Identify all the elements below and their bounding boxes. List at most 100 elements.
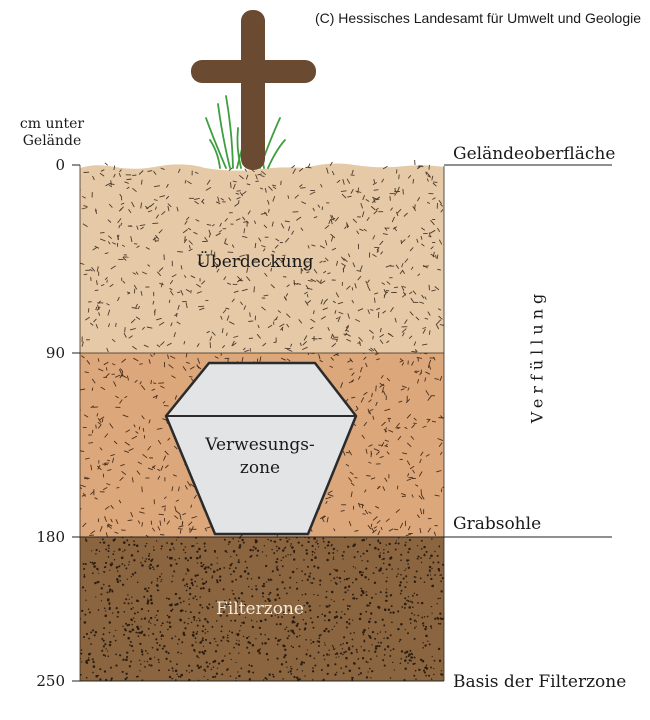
soil-texture-dash [110, 453, 115, 457]
soil-texture-dot [275, 623, 278, 626]
soil-texture-dash [330, 334, 333, 339]
soil-texture-dot [295, 657, 298, 660]
soil-texture-dot [303, 661, 306, 664]
soil-texture-dot [247, 670, 251, 673]
soil-texture-dash [222, 345, 226, 349]
soil-texture-dot [407, 600, 410, 603]
soil-texture-dash [95, 324, 99, 329]
soil-texture-dash [349, 471, 354, 475]
soil-texture-dash [160, 385, 165, 389]
soil-texture-dot [348, 605, 351, 608]
soil-texture-dot [429, 625, 432, 628]
soil-texture-dot [187, 559, 189, 562]
soil-texture-dot [231, 562, 233, 565]
soil-texture-dot [431, 655, 433, 658]
soil-texture-dash [227, 282, 232, 285]
soil-texture-dot [365, 591, 368, 593]
soil-texture-dash [309, 326, 314, 330]
soil-texture-dot [340, 667, 343, 669]
soil-texture-dash [404, 319, 408, 325]
soil-texture-dot [168, 625, 172, 629]
soil-texture-dot [136, 611, 139, 614]
soil-texture-dash [86, 360, 91, 365]
soil-texture-dash [105, 182, 111, 187]
soil-texture-dash [319, 279, 323, 284]
soil-texture-dot [409, 622, 412, 624]
soil-texture-dash [340, 190, 347, 192]
tick-label-180: 180 [36, 528, 65, 546]
soil-texture-dot [235, 633, 237, 635]
tick-label-90: 90 [45, 344, 65, 362]
soil-texture-dot [234, 567, 237, 569]
soil-texture-dot [322, 540, 325, 543]
soil-texture-dot [312, 667, 314, 669]
soil-texture-dot [374, 546, 377, 550]
soil-texture-dot [103, 566, 106, 569]
soil-texture-dash [176, 206, 179, 212]
soil-texture-dot [379, 591, 382, 594]
soil-texture-dot [375, 566, 377, 569]
soil-texture-dot [205, 661, 208, 664]
soil-texture-dot [87, 608, 90, 610]
soil-texture-dash [304, 291, 308, 295]
soil-texture-dot [140, 648, 143, 651]
soil-texture-dash [348, 477, 353, 482]
soil-texture-dash [111, 338, 116, 343]
soil-texture-dash [360, 202, 364, 209]
soil-texture-dash [80, 262, 85, 265]
soil-texture-dash [137, 305, 140, 310]
soil-texture-dash [358, 336, 363, 342]
soil-texture-dot [174, 559, 176, 561]
soil-texture-dot [97, 568, 99, 571]
soil-texture-dot [314, 556, 317, 559]
soil-texture-dash [384, 445, 389, 448]
soil-texture-dot [177, 643, 179, 645]
soil-texture-dot [324, 619, 326, 622]
soil-texture-dot [202, 582, 205, 585]
soil-texture-dash [115, 322, 117, 327]
soil-texture-dot [185, 573, 187, 575]
soil-texture-dot [154, 656, 156, 658]
soil-texture-dash [418, 495, 423, 500]
soil-texture-dot [378, 569, 381, 572]
soil-texture-dash [347, 313, 350, 319]
soil-texture-dot [406, 581, 408, 583]
soil-texture-dash [196, 343, 200, 348]
soil-texture-dash [140, 290, 143, 296]
soil-texture-dash [425, 371, 431, 375]
soil-texture-dot [297, 541, 300, 544]
soil-texture-dot [199, 603, 202, 607]
soil-texture-dot [333, 568, 335, 571]
soil-texture-dash [142, 454, 148, 459]
soil-texture-dash [123, 332, 127, 338]
soil-texture-dash [116, 486, 120, 489]
soil-texture-dash [115, 395, 119, 399]
soil-texture-dot [433, 667, 435, 670]
soil-texture-dot [355, 648, 358, 651]
soil-texture-dash [106, 459, 111, 462]
soil-texture-dot [170, 603, 173, 605]
soil-texture-dash [196, 291, 202, 294]
soil-texture-dot [159, 575, 161, 578]
soil-texture-dash [169, 355, 176, 359]
soil-texture-dash [107, 241, 111, 245]
soil-texture-dash [354, 283, 357, 289]
soil-texture-dot [123, 549, 126, 551]
soil-texture-dot [335, 652, 339, 655]
soil-texture-dash [284, 220, 290, 223]
soil-texture-dash [84, 316, 90, 321]
soil-texture-dash [106, 483, 111, 486]
soil-texture-dot [166, 556, 169, 558]
soil-texture-dot [289, 586, 292, 589]
soil-texture-dot [355, 597, 358, 600]
soil-texture-dot [126, 651, 129, 654]
soil-texture-dash [223, 276, 227, 281]
soil-texture-dash [348, 380, 354, 384]
soil-texture-dot [301, 594, 304, 596]
soil-texture-dash [246, 276, 251, 282]
soil-texture-dash [380, 526, 383, 531]
soil-texture-dot [414, 669, 417, 672]
soil-texture-dash [292, 260, 296, 266]
soil-texture-dash [141, 522, 144, 527]
soil-texture-dot [105, 561, 108, 564]
